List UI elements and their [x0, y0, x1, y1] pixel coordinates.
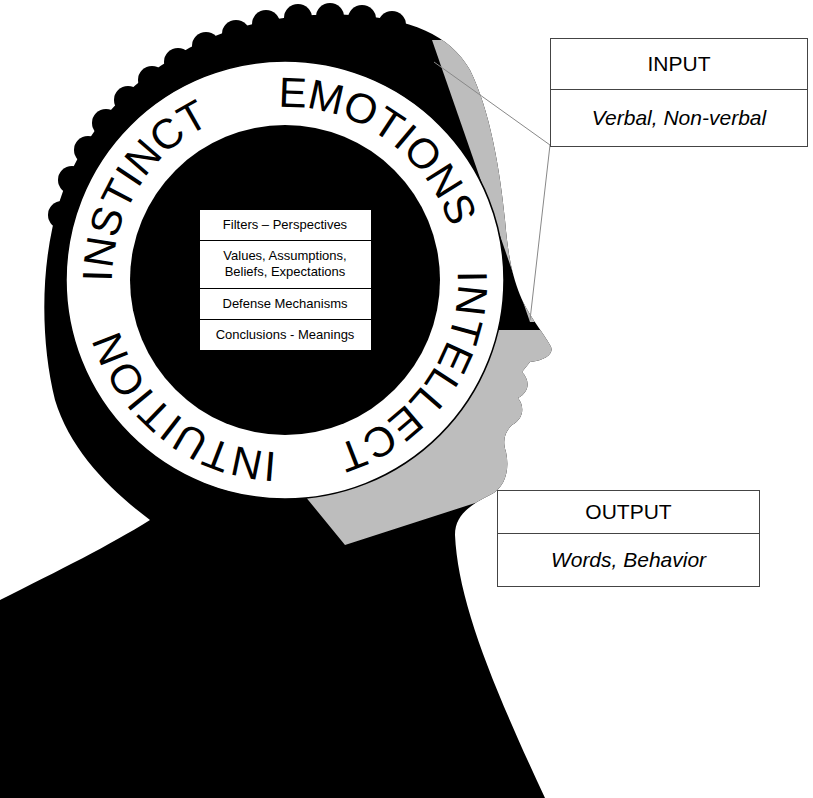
ring-letter: L — [402, 380, 449, 425]
ring-letter: C — [142, 109, 192, 161]
box-body: Verbal, Non-verbal — [551, 89, 807, 146]
stack-text: Filters – Perspectives — [200, 210, 371, 240]
ring-letter: N — [418, 157, 470, 205]
ring-letter: N — [448, 283, 493, 318]
ring-letter: E — [430, 336, 480, 379]
ring-letter: O — [337, 83, 384, 135]
ring-letter: T — [441, 312, 488, 348]
process-box: Values, Assumptions, Beliefs, Expectatio… — [199, 240, 372, 289]
ring-letter: T — [131, 390, 179, 438]
ring-letter: I — [262, 445, 277, 488]
ring-core — [130, 125, 440, 435]
leader-line — [530, 145, 550, 320]
box-body: Words, Behavior — [498, 533, 759, 586]
ring-letter: L — [418, 361, 466, 404]
ring-outer — [66, 61, 504, 499]
ring-letter: I — [153, 408, 188, 448]
ring-letter: N — [86, 327, 136, 371]
box-heading: INPUT — [551, 39, 807, 89]
ring-letter: N — [118, 132, 170, 182]
ring-letter: I — [451, 271, 493, 283]
ring-letter: N — [228, 439, 266, 486]
ring-letter: N — [77, 234, 123, 270]
ring-letter: E — [382, 398, 431, 448]
mind-ring: Filters – PerspectivesValues, Assumption… — [65, 60, 505, 500]
ring-letter: T — [171, 93, 214, 142]
ring-letter: U — [166, 415, 213, 467]
ring-letter: O — [396, 128, 449, 180]
stack-text: Conclusions - Meanings — [200, 320, 371, 350]
ring-letter: I — [121, 381, 161, 417]
io-box: INPUTVerbal, Non-verbal — [550, 38, 808, 147]
ring-letter: T — [198, 430, 237, 478]
ring-letter: M — [305, 73, 348, 122]
io-box: OUTPUTWords, Behavior — [497, 490, 760, 587]
ring-letter: T — [333, 430, 372, 478]
ring-letter: I — [387, 117, 423, 157]
stack-text: Defense Mechanisms — [200, 289, 371, 319]
ring-letter: T — [366, 100, 411, 149]
ring-letter: S — [433, 188, 482, 230]
process-box: Filters – Perspectives — [199, 209, 372, 241]
box-heading: OUTPUT — [498, 491, 759, 533]
ring-letter: E — [278, 72, 308, 115]
leader-line — [434, 62, 550, 145]
ring-letter: O — [100, 354, 153, 404]
ring-letter: C — [356, 415, 403, 467]
ring-letter: S — [83, 201, 132, 241]
process-box: Defense Mechanisms — [199, 288, 372, 320]
ring-letter: I — [77, 269, 119, 282]
ring-letter: I — [109, 160, 150, 193]
stack-text: Values, Assumptions, Beliefs, Expectatio… — [200, 241, 371, 288]
process-box: Conclusions - Meanings — [199, 319, 372, 351]
ring-letter: T — [94, 173, 143, 215]
